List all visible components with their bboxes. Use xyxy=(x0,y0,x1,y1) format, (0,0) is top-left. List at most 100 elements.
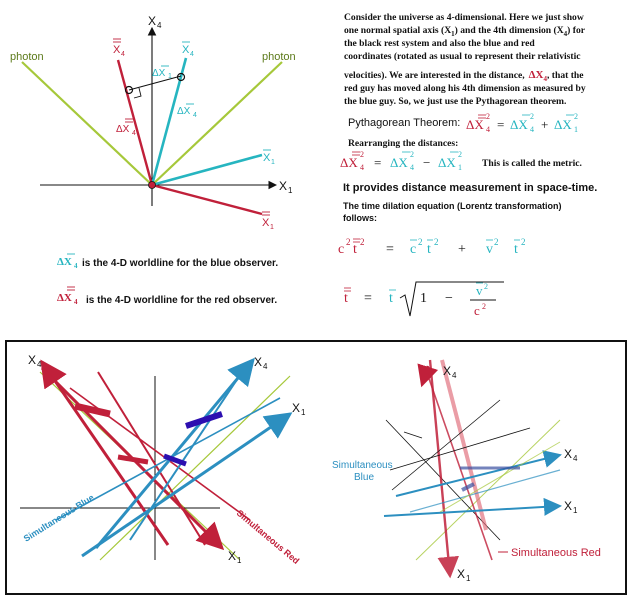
svg-text:−: − xyxy=(423,155,430,170)
svg-text:ΔX: ΔX xyxy=(340,155,358,170)
label-x4-bar: X 4 xyxy=(182,41,194,58)
svg-text:2: 2 xyxy=(574,112,578,121)
svg-text:2: 2 xyxy=(482,302,486,311)
axis-x4-sub: 4 xyxy=(157,21,162,30)
svg-text:+: + xyxy=(541,117,548,132)
svg-text:v: v xyxy=(486,242,493,257)
svg-text:2: 2 xyxy=(346,237,351,247)
svg-text:ΔX: ΔX xyxy=(554,117,572,132)
dilation-line-1: The time dilation equation (Lorentz tran… xyxy=(343,201,562,211)
intersection-blue xyxy=(176,72,186,82)
axis-x4-label: X xyxy=(148,14,156,28)
explanation-panel: Consider the universe as 4-dimensional. … xyxy=(344,12,586,107)
svg-text:Blue: Blue xyxy=(354,472,374,483)
svg-text:t: t xyxy=(389,291,393,306)
svg-text:=: = xyxy=(374,155,381,170)
svg-text:4: 4 xyxy=(121,51,125,58)
pythagorean-equation: Pythagorean Theorem: ΔX 4 2 = ΔX 4 2 + Δ… xyxy=(348,112,578,134)
svg-text:t: t xyxy=(514,242,518,257)
axis-x1-label: X xyxy=(279,179,287,193)
svg-text:X: X xyxy=(28,353,36,367)
intersection-red xyxy=(124,85,134,95)
label-x4-dbar: X 4 xyxy=(113,38,125,58)
svg-text:is the 4-D worldline for the r: is the 4-D worldline for the red observe… xyxy=(86,295,277,306)
label-x1-bar: X 1 xyxy=(263,149,275,166)
svg-text:ΔX: ΔX xyxy=(466,117,484,132)
svg-text:ΔX: ΔX xyxy=(57,292,72,304)
svg-text:4: 4 xyxy=(410,163,414,172)
para-line-1: Consider the universe as 4-dimensional. … xyxy=(344,12,584,23)
svg-text:2: 2 xyxy=(530,112,534,121)
svg-text:2: 2 xyxy=(521,237,526,247)
svg-text:1: 1 xyxy=(420,291,427,306)
pyth-label: Pythagorean Theorem: xyxy=(348,117,460,129)
svg-text:1: 1 xyxy=(574,125,578,134)
svg-text:1: 1 xyxy=(270,224,274,231)
svg-text:4: 4 xyxy=(74,298,78,306)
sqrt-equation: t = t 1 − v 2 c 2 xyxy=(344,281,504,318)
svg-text:X: X xyxy=(228,549,236,563)
svg-text:2: 2 xyxy=(486,112,490,121)
svg-text:4: 4 xyxy=(132,130,136,137)
svg-text:2: 2 xyxy=(494,237,499,247)
delta-x1-segment xyxy=(128,75,182,91)
bottom-left-diagram: X 4 X 4 X 1 X 1 Simultaneous Blue Simult… xyxy=(20,353,306,566)
svg-text:−: − xyxy=(445,291,453,306)
photon-label-left: photon xyxy=(10,51,44,63)
red-x4-axis xyxy=(116,59,154,186)
photon-line-left xyxy=(21,61,153,186)
svg-text:2: 2 xyxy=(434,237,439,247)
svg-text:ΔX: ΔX xyxy=(177,106,191,117)
svg-text:=: = xyxy=(364,291,372,306)
label-delta-x4-red: ΔX 4 xyxy=(116,118,136,137)
svg-text:v: v xyxy=(476,283,483,298)
bottom-frame xyxy=(5,340,627,595)
bottom-right-diagram: X 4 X 4 X 1 X 1 Simultaneous Blue Simult… xyxy=(332,359,601,583)
label-delta-x4-blue: ΔX 4 xyxy=(177,103,197,119)
svg-text:c: c xyxy=(410,242,416,257)
svg-text:1: 1 xyxy=(271,159,275,166)
para-line-2: one normal spatial axis (X1) and the 4th… xyxy=(344,25,586,38)
svg-text:t: t xyxy=(353,242,357,257)
svg-text:2: 2 xyxy=(360,237,365,247)
svg-text:4: 4 xyxy=(573,454,578,463)
label-x1-dbar: X 1 xyxy=(262,211,274,231)
svg-text:2: 2 xyxy=(418,237,423,247)
top-spacetime-diagram: photon photon X 4 X 1 X 4 X 4 X 1 X 1 xyxy=(10,14,296,231)
svg-text:1: 1 xyxy=(573,506,578,515)
axis-x1-sub: 1 xyxy=(288,186,293,195)
svg-text:=: = xyxy=(386,242,394,257)
svg-text:1: 1 xyxy=(168,73,172,80)
para-line-4: coordinates (rotated as usual to represe… xyxy=(344,51,581,62)
svg-text:t: t xyxy=(427,242,431,257)
svg-text:is the 4-D worldline for the b: is the 4-D worldline for the blue observ… xyxy=(82,258,278,269)
svg-text:ΔX: ΔX xyxy=(510,117,528,132)
svg-text:1: 1 xyxy=(458,163,462,172)
svg-text:+: + xyxy=(458,242,466,257)
lorentz-equation: c 2 t 2 = c 2 t 2 + v 2 t 2 xyxy=(338,237,526,257)
svg-text:X: X xyxy=(457,567,465,581)
svg-text:Simultaneous Red: Simultaneous Red xyxy=(511,547,601,559)
svg-text:X: X xyxy=(113,44,121,56)
svg-text:2: 2 xyxy=(458,150,462,159)
svg-text:1: 1 xyxy=(237,556,242,565)
legend-red: ΔX 4 is the 4-D worldline for the red ob… xyxy=(57,286,277,306)
metric-equation: ΔX 4 2 = ΔX 4 2 − ΔX 1 2 This is called … xyxy=(340,150,582,172)
svg-text:X: X xyxy=(182,44,190,56)
svg-text:ΔX: ΔX xyxy=(57,256,72,268)
svg-text:Simultaneous Red: Simultaneous Red xyxy=(235,508,302,566)
svg-text:4: 4 xyxy=(37,360,42,369)
svg-text:=: = xyxy=(497,117,504,132)
svg-text:4: 4 xyxy=(193,112,197,119)
para-line-3: the black rest system and also the blue … xyxy=(344,38,535,49)
svg-text:X: X xyxy=(263,152,271,164)
provides-line: It provides distance measurement in spac… xyxy=(343,182,597,194)
svg-text:2: 2 xyxy=(410,150,414,159)
photon-line-right xyxy=(151,61,283,186)
svg-text:X: X xyxy=(262,217,270,229)
svg-text:X: X xyxy=(254,355,262,369)
para-line-7: the blue guy. So, we just use the Pythag… xyxy=(344,96,566,107)
svg-text:X: X xyxy=(564,447,572,461)
blue-x1-axis xyxy=(151,153,263,187)
svg-text:Simultaneous: Simultaneous xyxy=(332,460,393,471)
